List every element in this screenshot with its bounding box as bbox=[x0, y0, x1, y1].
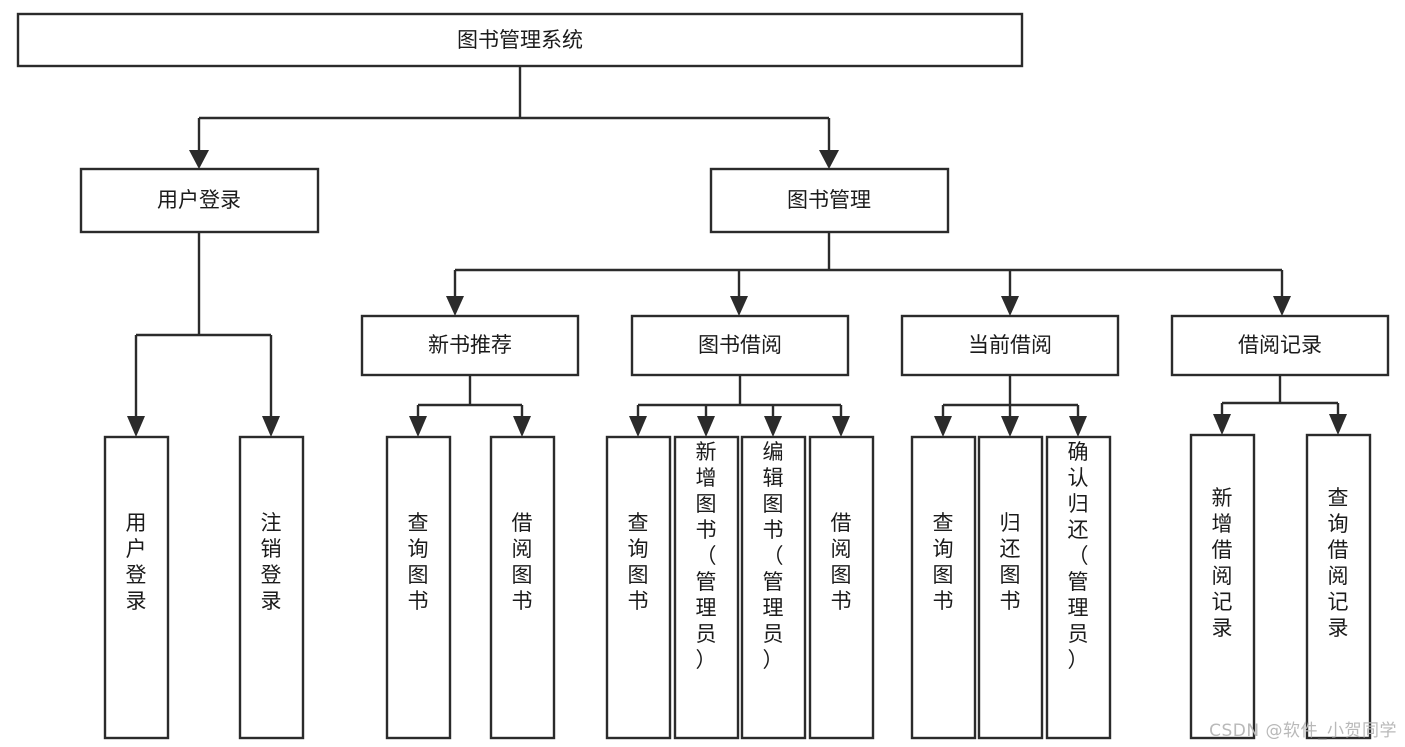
arrow-head-icon bbox=[730, 296, 748, 316]
node-label-vertical: 注销登录 bbox=[261, 511, 282, 613]
node-label-vertical: 借阅图书 bbox=[831, 511, 852, 613]
leaf-add-book-admin[interactable]: 新增图书（管理员） bbox=[673, 435, 740, 740]
leaf-query-borrow-record[interactable]: 查询借阅记录 bbox=[1305, 433, 1372, 740]
node-label-vertical: 归还图书 bbox=[1000, 511, 1021, 613]
arrow-head-icon bbox=[1329, 414, 1347, 435]
connectors-bookborrow bbox=[629, 375, 850, 437]
node-label: 图书借阅 bbox=[698, 333, 782, 357]
arrow-head-icon bbox=[1069, 416, 1087, 437]
leaf-query-book-3[interactable]: 查询图书 bbox=[910, 435, 977, 740]
connectors-bookmgmt bbox=[446, 232, 1291, 316]
arrow-head-icon bbox=[513, 416, 531, 437]
node-current-borrow[interactable]: 当前借阅 bbox=[900, 314, 1120, 377]
leaf-query-book-1[interactable]: 查询图书 bbox=[385, 435, 452, 740]
node-label: 当前借阅 bbox=[968, 333, 1052, 357]
arrow-head-icon bbox=[832, 416, 850, 437]
node-label-vertical: 查询图书 bbox=[408, 511, 429, 613]
node-box[interactable] bbox=[1305, 433, 1372, 740]
arrow-head-icon bbox=[934, 416, 952, 437]
node-box[interactable] bbox=[977, 435, 1044, 740]
node-label-vertical: 编辑图书（管理员） bbox=[763, 440, 784, 672]
node-label: 新书推荐 bbox=[428, 333, 512, 357]
node-box[interactable] bbox=[910, 435, 977, 740]
node-label-vertical: 查询图书 bbox=[933, 511, 954, 613]
node-new-book-recommend[interactable]: 新书推荐 bbox=[360, 314, 580, 377]
node-box[interactable] bbox=[1189, 433, 1256, 740]
node-box[interactable] bbox=[900, 314, 1120, 377]
connectors-root bbox=[189, 66, 839, 169]
node-box[interactable] bbox=[103, 435, 170, 740]
leaf-borrow-book-1[interactable]: 借阅图书 bbox=[489, 435, 556, 740]
node-box[interactable] bbox=[238, 435, 305, 740]
node-label-vertical: 查询借阅记录 bbox=[1328, 486, 1349, 640]
node-box[interactable] bbox=[16, 12, 1024, 68]
node-label-vertical: 确认归还（管理员） bbox=[1068, 440, 1089, 672]
leaf-query-book-2[interactable]: 查询图书 bbox=[605, 435, 672, 740]
node-box[interactable] bbox=[740, 435, 807, 740]
node-box[interactable] bbox=[489, 435, 556, 740]
node-label-vertical: 用户登录 bbox=[126, 511, 147, 613]
node-label-vertical: 新增图书（管理员） bbox=[696, 440, 717, 672]
leaf-confirm-return-admin[interactable]: 确认归还（管理员） bbox=[1045, 435, 1112, 740]
node-box[interactable] bbox=[385, 435, 452, 740]
arrow-head-icon bbox=[446, 296, 464, 316]
node-borrow-record[interactable]: 借阅记录 bbox=[1170, 314, 1390, 377]
node-label: 图书管理 bbox=[787, 188, 871, 212]
leaf-return-book[interactable]: 归还图书 bbox=[977, 435, 1044, 740]
node-box[interactable] bbox=[1045, 435, 1112, 740]
arrow-head-icon bbox=[262, 416, 280, 437]
node-label-vertical: 借阅图书 bbox=[512, 511, 533, 613]
arrow-head-icon bbox=[819, 150, 839, 169]
arrow-head-icon bbox=[629, 416, 647, 437]
node-label-vertical: 新增借阅记录 bbox=[1212, 486, 1233, 640]
arrow-head-icon bbox=[1273, 296, 1291, 316]
leaf-add-borrow-record[interactable]: 新增借阅记录 bbox=[1189, 433, 1256, 740]
connectors-newbook bbox=[409, 375, 531, 437]
arrow-head-icon bbox=[1213, 414, 1231, 435]
node-box[interactable] bbox=[1170, 314, 1390, 377]
connectors-userlogin bbox=[127, 232, 280, 437]
leaf-logout-1[interactable]: 注销登录 bbox=[238, 435, 305, 740]
node-label: 图书管理系统 bbox=[457, 28, 583, 52]
node-box[interactable] bbox=[360, 314, 580, 377]
node-box[interactable] bbox=[630, 314, 850, 377]
arrow-head-icon bbox=[127, 416, 145, 437]
arrow-head-icon bbox=[1001, 296, 1019, 316]
leaf-edit-book-admin[interactable]: 编辑图书（管理员） bbox=[740, 435, 807, 740]
node-box[interactable] bbox=[673, 435, 740, 740]
arrow-head-icon bbox=[764, 416, 782, 437]
node-book-management[interactable]: 图书管理 bbox=[709, 167, 950, 234]
node-box[interactable] bbox=[79, 167, 320, 234]
node-box[interactable] bbox=[605, 435, 672, 740]
connectors-currentborrow bbox=[934, 375, 1087, 437]
arrow-head-icon bbox=[1001, 416, 1019, 437]
node-book-borrow[interactable]: 图书借阅 bbox=[630, 314, 850, 377]
node-box[interactable] bbox=[709, 167, 950, 234]
leaf-user-login-1[interactable]: 用户登录 bbox=[103, 435, 170, 740]
leaf-borrow-book-2[interactable]: 借阅图书 bbox=[808, 435, 875, 740]
node-label-vertical: 查询图书 bbox=[628, 511, 649, 613]
node-user-login[interactable]: 用户登录 bbox=[79, 167, 320, 234]
node-label: 用户登录 bbox=[157, 188, 241, 212]
node-label: 借阅记录 bbox=[1238, 333, 1322, 357]
arrow-head-icon bbox=[189, 150, 209, 169]
connectors-borrowrecord bbox=[1213, 375, 1347, 435]
node-box[interactable] bbox=[808, 435, 875, 740]
node-root-book-management-system[interactable]: 图书管理系统 bbox=[16, 12, 1024, 68]
arrow-head-icon bbox=[409, 416, 427, 437]
arrow-head-icon bbox=[697, 416, 715, 437]
